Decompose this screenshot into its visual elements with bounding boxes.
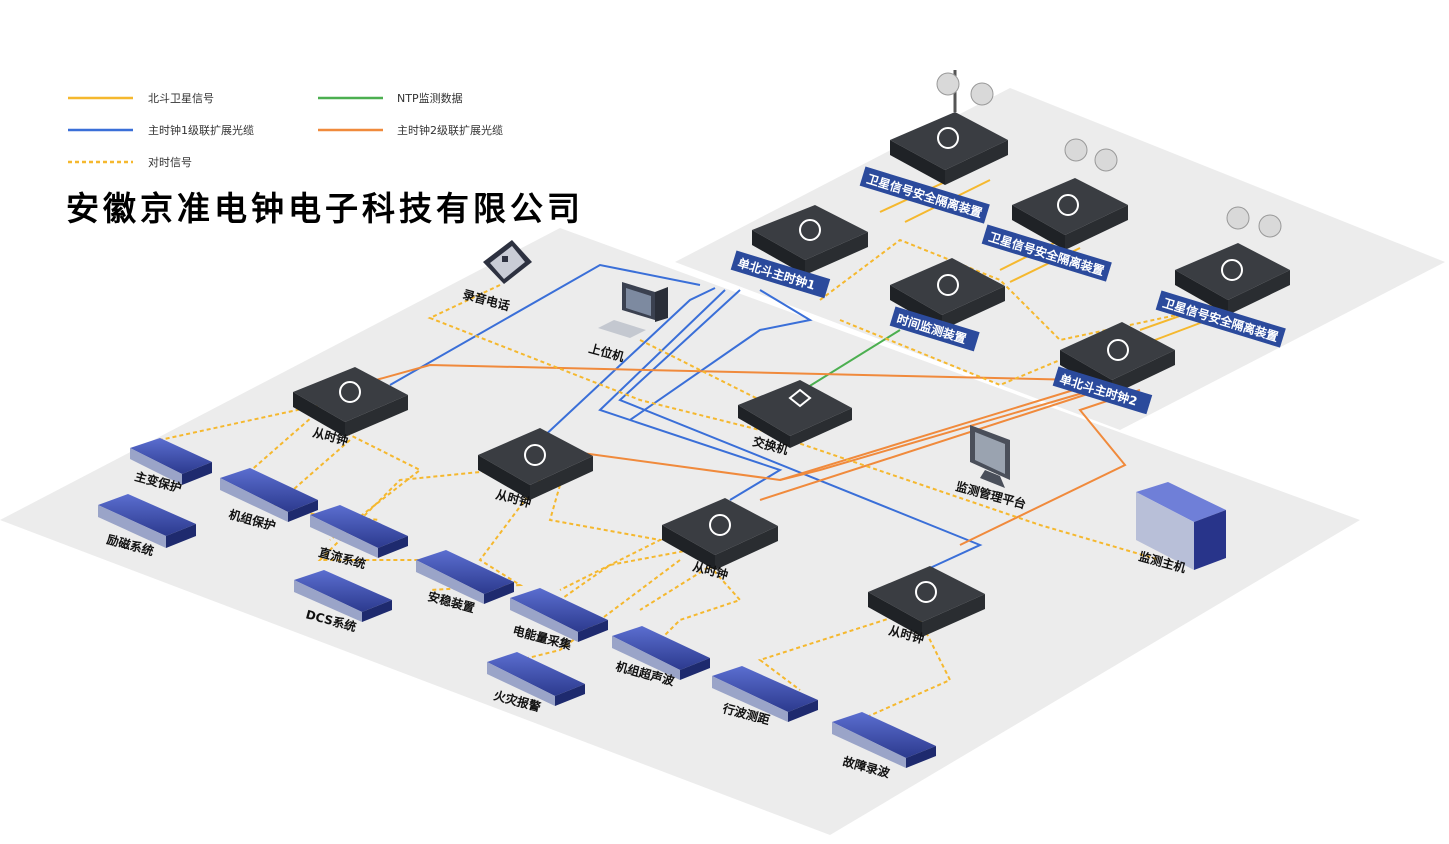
- pc-icon: [598, 282, 668, 338]
- satellite-isolator-3: [1175, 206, 1290, 315]
- equipment-boxes: [98, 438, 936, 768]
- legend-label: NTP监测数据: [397, 91, 463, 105]
- slave-clock-3: [662, 498, 778, 570]
- slave-clock-4: [868, 566, 985, 637]
- connections: [159, 174, 1241, 721]
- phone-icon: [483, 240, 532, 284]
- satellite-isolator-1: [890, 70, 1008, 185]
- monitor-host: [1136, 482, 1226, 570]
- switch: [738, 380, 852, 448]
- legend-label: 主时钟2级联扩展光缆: [397, 123, 503, 137]
- slave-clock-2: [478, 428, 593, 500]
- satellite-isolator-2: [1012, 138, 1128, 250]
- legend: 北斗卫星信号 NTP监测数据 主时钟1级联扩展光缆 主时钟2级联扩展光缆 对时信…: [68, 91, 503, 169]
- legend-label: 对时信号: [148, 155, 192, 169]
- monitor-platform-screen: [970, 425, 1010, 488]
- master-clock-1: [752, 205, 868, 275]
- slave-clock-1: [293, 367, 408, 437]
- legend-label: 北斗卫星信号: [148, 92, 214, 105]
- legend-label: 主时钟1级联扩展光缆: [148, 123, 254, 137]
- company-name: 安徽京准电钟电子科技有限公司: [66, 189, 584, 228]
- devices: [98, 70, 1290, 768]
